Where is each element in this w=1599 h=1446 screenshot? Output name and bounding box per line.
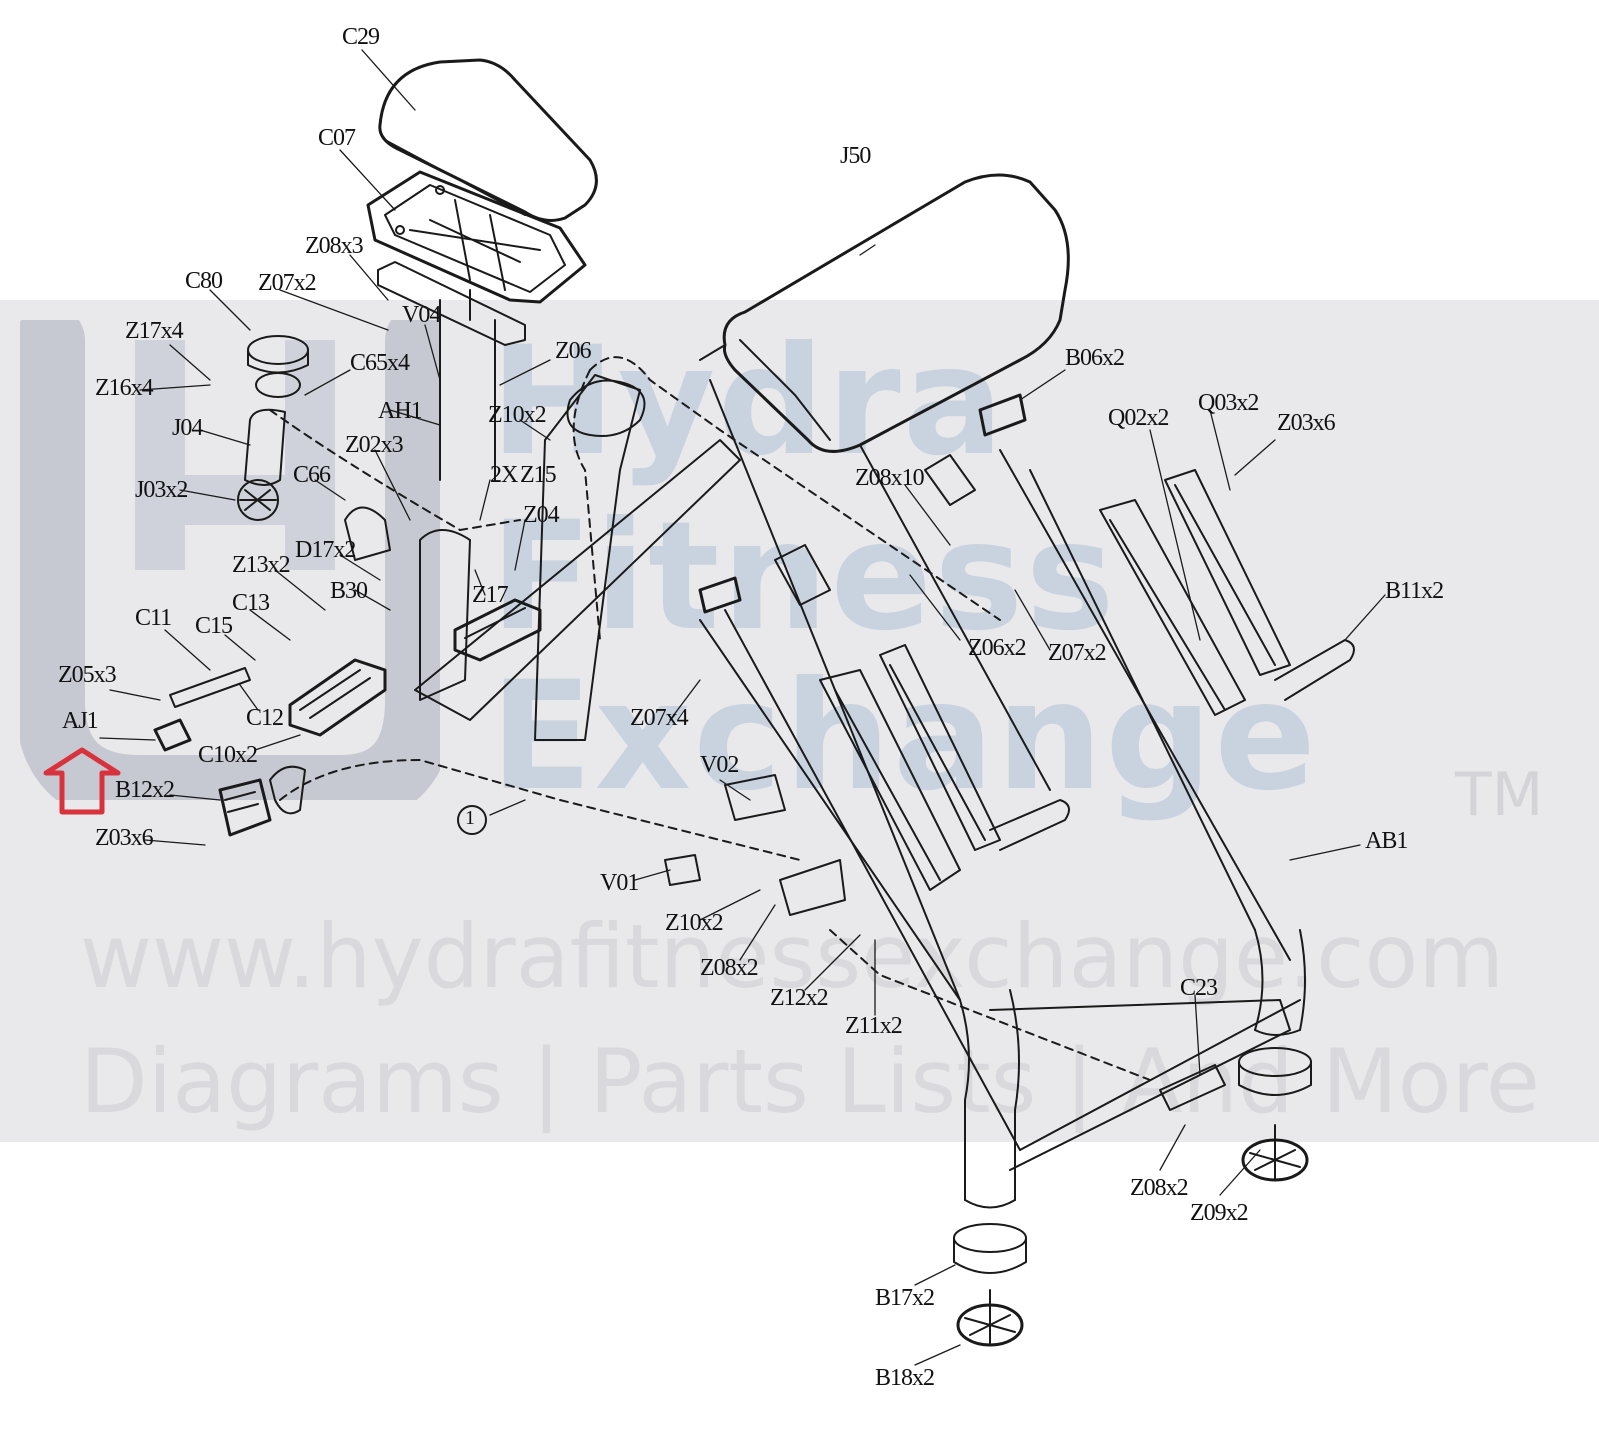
foot-cap [953,1047,1312,1274]
label-c07: C07 [318,125,356,151]
label-b12x2: B12x2 [115,777,175,803]
label-circle-1: 1 [465,807,475,829]
label-c80: C80 [185,268,223,294]
label-ab1: AB1 [1365,828,1408,854]
label-d17x2: D17x2 [295,537,356,563]
label-z02x3: Z02x3 [345,432,404,458]
label-z06: Z06 [555,338,592,364]
label-z17x4: Z17x4 [125,318,184,344]
label-z07x2-top: Z07x2 [258,270,317,296]
watermark-url: www.hydrafitnessexchange.com [80,905,1505,1008]
label-z10x2-top: Z10x2 [488,402,547,428]
watermark-trademark: TM [1455,760,1544,830]
label-c10x2: C10x2 [198,742,258,768]
pad-mount-wedges [774,454,976,606]
label-b18x2: B18x2 [875,1365,935,1391]
label-c12: C12 [246,705,284,731]
seat-post [439,289,496,481]
label-c65x4: C65x4 [350,350,410,376]
label-z12x2: Z12x2 [770,985,829,1011]
watermark-tagline: Diagrams | Parts Lists | And More [80,1030,1541,1133]
crank-assembly [218,765,306,837]
watermark-line-1: Hydra [490,315,1006,489]
pedal-left [288,658,387,737]
label-z08x3: Z08x3 [305,233,364,259]
leader-lines [99,49,1386,1366]
handle-rails-left [819,644,1070,891]
handle-rails-right [1099,469,1355,716]
bracket-plate-low [779,859,846,916]
label-b17x2: B17x2 [875,1285,935,1311]
label-z03x6-left: Z03x6 [95,825,154,851]
leveler-foot [956,1124,1309,1347]
label-z08x2-low: Z08x2 [700,955,759,981]
label-j03x2: J03x2 [135,477,188,503]
seat-cushion [378,58,598,222]
label-z07x4: Z07x4 [630,705,689,731]
label-c23: C23 [1180,975,1218,1001]
label-b11x2: B11x2 [1385,578,1444,604]
label-z15: Z15 [520,462,557,488]
decal-v01 [664,854,701,886]
label-z08x10: Z08x10 [855,465,925,491]
label-z03x6-right: Z03x6 [1277,410,1336,436]
seat-slider [377,261,526,346]
label-z05x3: Z05x3 [58,662,117,688]
lever-c11 [169,667,251,708]
main-frame-upright [414,374,741,741]
label-aj1: AJ1 [62,708,99,734]
label-b06x2: B06x2 [1065,345,1125,371]
label-z17: Z17 [472,582,509,608]
backrest-pad [722,173,1070,453]
pedal-right [453,598,542,662]
label-ah1: AH1 [378,398,423,424]
label-z13x2: Z13x2 [232,552,291,578]
label-z07x2-mid: Z07x2 [1048,640,1107,666]
label-z10x2-low: Z10x2 [665,910,724,936]
frame-rails [699,344,1301,1171]
label-c13: C13 [232,590,270,616]
bracket-c66 [344,506,391,561]
label-q02x2: Q02x2 [1108,405,1169,431]
label-v02: V02 [700,752,739,778]
label-c15: C15 [195,613,233,639]
label-z16x4: Z16x4 [95,375,154,401]
label-v04: V04 [402,302,441,328]
label-z08x2-right: Z08x2 [1130,1175,1189,1201]
part-marker-circle-1 [457,805,487,835]
label-c11: C11 [135,605,172,631]
label-z06x2: Z06x2 [968,635,1027,661]
seat-base [366,170,587,304]
label-c29: C29 [342,24,380,50]
label-j04: J04 [172,415,203,441]
label-v01: V01 [600,870,639,896]
label-b30: B30 [330,578,368,604]
label-z09x2: Z09x2 [1190,1200,1249,1226]
rear-leg [1254,929,1306,1036]
bracket-plate-top [566,379,646,437]
label-j50: J50 [840,143,871,169]
label-z04: Z04 [523,502,560,528]
decal-v02 [724,774,786,821]
label-c66: C66 [293,462,331,488]
watermark-band [0,300,1599,1142]
label-q03x2: Q03x2 [1198,390,1259,416]
label-z11x2: Z11x2 [845,1013,903,1039]
watermark-line-3: Exchange [490,650,1319,824]
front-leg [959,989,1020,1209]
bracket-c23 [1159,1064,1226,1111]
rubber-bumpers [698,393,1027,614]
lever-handle-aj1 [153,718,192,752]
label-2x: 2X [490,462,518,488]
highlight-arrow-icon [43,747,121,815]
knob-assembly [237,335,309,521]
